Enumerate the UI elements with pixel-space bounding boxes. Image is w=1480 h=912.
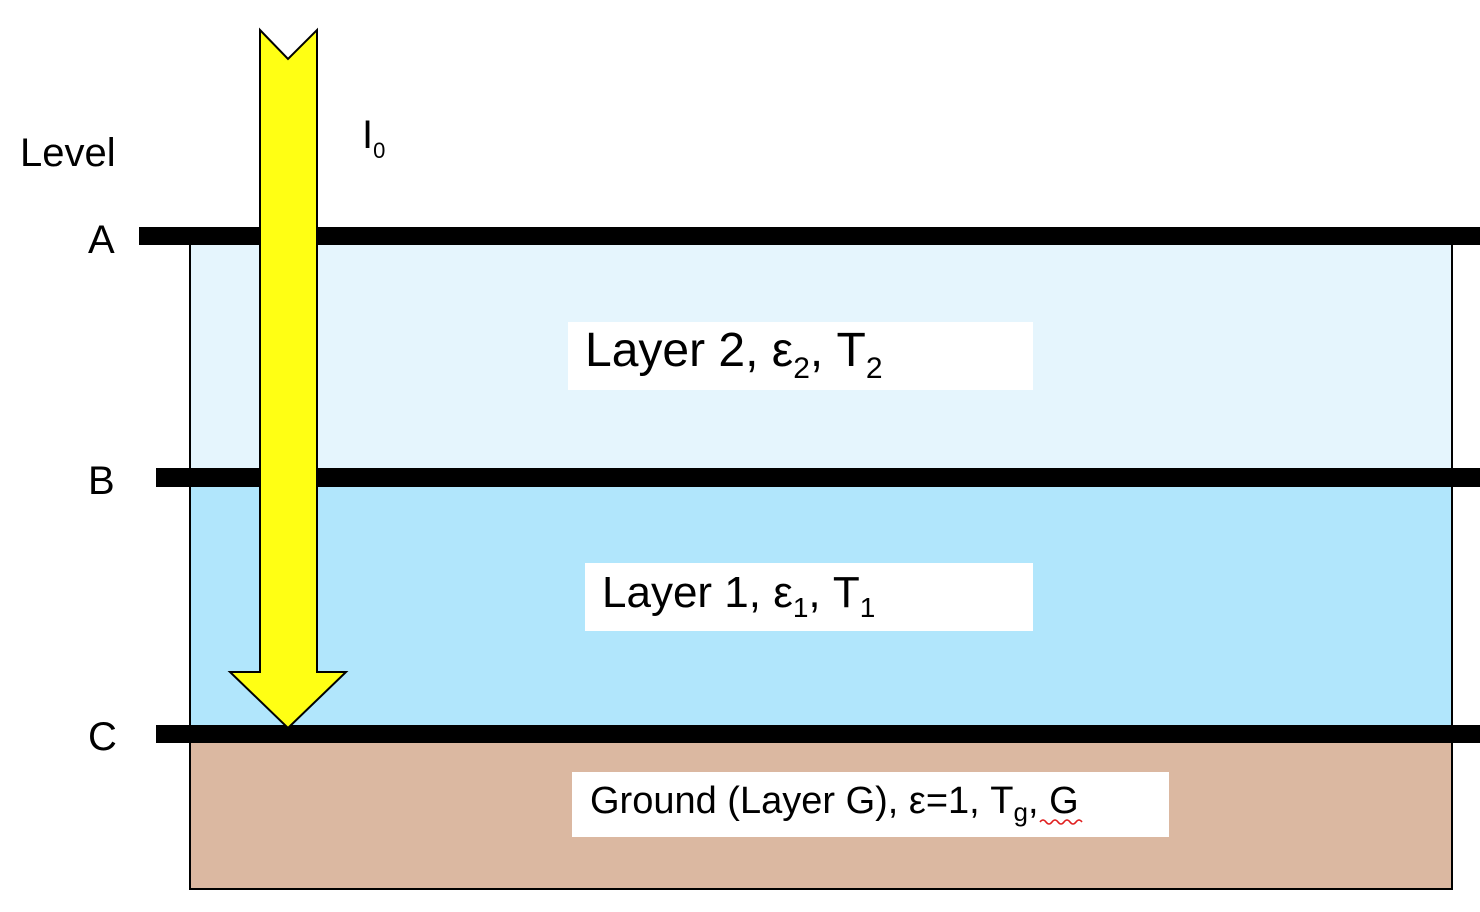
- layer-1-epsilon-sub: 1: [793, 592, 809, 623]
- spellcheck-squiggle: [1039, 819, 1083, 825]
- level-label-a: A: [88, 218, 115, 262]
- layer-2-epsilon: ε: [772, 324, 793, 377]
- incoming-radiation-symbol: I: [362, 113, 373, 157]
- layer-2-temp-sub: 2: [866, 352, 883, 385]
- incoming-radiation-subscript: 0: [373, 138, 385, 163]
- level-line-a: [139, 227, 1480, 245]
- layer-2-label-box: [568, 322, 1033, 390]
- layer-1-temp-sub: 1: [860, 592, 876, 623]
- layer-2-temp: T: [837, 324, 866, 377]
- layer-2-label: Layer 2, ε2, T2: [585, 324, 883, 385]
- layer-2-sep: ,: [810, 324, 837, 377]
- incoming-radiation-label: I0: [362, 113, 385, 163]
- incoming-radiation-arrow: [227, 27, 349, 730]
- ground-temp-sub: g: [1014, 797, 1028, 827]
- layer-2-epsilon-sub: 2: [793, 352, 810, 385]
- level-label-b: B: [88, 459, 115, 503]
- level-axis-title: Level: [20, 131, 116, 175]
- level-label-c: C: [88, 715, 117, 759]
- layer-1-temp: T: [833, 568, 860, 617]
- layer-1-label: Layer 1, ε1, T1: [602, 568, 875, 623]
- ground-label: Ground (Layer G), ε=1, Tg, G: [590, 780, 1079, 827]
- level-line-c: [156, 725, 1480, 743]
- ground-suffix: , G: [1028, 780, 1079, 822]
- layer-1-prefix: Layer 1,: [602, 568, 773, 617]
- layer-1-epsilon: ε: [773, 568, 793, 617]
- ground-label-box: [572, 772, 1169, 837]
- layer-2-prefix: Layer 2,: [585, 324, 772, 377]
- layer-1-label-box: [585, 563, 1033, 631]
- layer-1-sep: ,: [808, 568, 832, 617]
- ground-temp: T: [990, 780, 1013, 822]
- ground-prefix: Ground (Layer G), ε=1,: [590, 780, 990, 822]
- level-line-b: [156, 468, 1480, 487]
